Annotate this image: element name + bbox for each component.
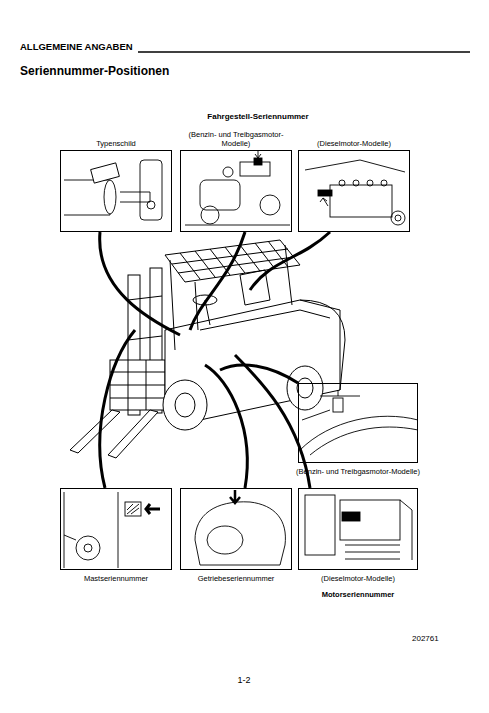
inset-caption: Typenschild: [55, 139, 177, 148]
inset-frame: Mastseriennummer: [60, 488, 172, 570]
inset-drawing-part: [64, 180, 110, 215]
inset-drawing-part: [302, 410, 330, 420]
inset-frame: Getriebeseriennummer: [180, 488, 292, 570]
inset-drawing-part: [147, 201, 155, 209]
inset-frame: (Dieselmotor-Modelle): [298, 488, 418, 570]
group-heading: Motorseriennummer: [292, 590, 424, 599]
inset-drawing-part: [84, 544, 92, 552]
inset-drawing-part: [64, 492, 118, 568]
forklift-drawing-part: [195, 282, 198, 330]
inset-drawing-part: [195, 502, 285, 565]
inset-drawing-part: [391, 211, 405, 225]
inset-drawing-part: [345, 545, 400, 559]
inset-drawing-part: [395, 215, 401, 221]
leader-curve-part: [250, 232, 330, 290]
inset-drawing-part: [305, 160, 405, 172]
forklift-drawing-part: [268, 241, 288, 267]
inset-frame: (Dieselmotor-Modelle): [298, 150, 410, 232]
inset-drawing-part: [104, 180, 116, 214]
forklift-drawing-part: [195, 251, 215, 277]
inset-drawing-part: [200, 180, 240, 210]
inset-drawing-part: [125, 502, 141, 516]
inset-drawing-part: [339, 180, 345, 186]
inset-drawing-part: [91, 163, 120, 183]
leader-curve-part: [205, 365, 247, 488]
inset-drawing-part: [310, 427, 418, 455]
inset-drawing-part: [120, 192, 150, 202]
page-title: Seriennummer-Positionen: [20, 64, 169, 78]
inset-drawing-part: [254, 158, 262, 165]
inset-caption: (Benzin- und Treibgasmotor-Modelle): [293, 467, 423, 476]
forklift-drawing-part: [163, 380, 207, 430]
header-rule-part: [138, 51, 470, 53]
page-number: 1-2: [224, 675, 264, 686]
inset-drawing-part: [300, 416, 418, 450]
inset-drawing-part: [400, 500, 412, 560]
forklift-drawing-part: [110, 360, 165, 410]
inset-drawing-part: [260, 195, 280, 215]
inset-caption: (Dieselmotor-Modelle): [293, 574, 423, 583]
header-rule: [138, 52, 470, 53]
inset-drawing-part: [340, 500, 400, 540]
inset-drawing-part: [320, 198, 328, 206]
forklift-drawing-part: [297, 378, 313, 398]
inset-frame: Typenschild: [60, 150, 172, 232]
group-heading: Fahrgestell-Seriennummer: [158, 112, 358, 122]
forklift-drawing-part: [128, 336, 162, 340]
inset-caption: Mastseriennummer: [55, 574, 177, 583]
forklift-drawing-part: [240, 270, 270, 305]
forklift-drawing-part: [110, 385, 165, 386]
inset-drawing-part: [146, 504, 160, 514]
inset-drawing-part: [342, 512, 360, 521]
forklift-drawing-part: [146, 360, 147, 410]
inset-drawing-part: [318, 190, 332, 196]
inset-drawing-part: [367, 180, 373, 186]
forklift-drawing-part: [110, 372, 165, 373]
forklift-drawing-part: [172, 249, 288, 264]
forklift-drawing-part: [170, 260, 175, 350]
leader-curve-part: [100, 330, 135, 488]
inset-drawing-part: [333, 398, 343, 412]
inset-drawing-part: [127, 504, 139, 514]
inset-drawing-part: [64, 535, 76, 540]
inset-drawing-part: [207, 526, 243, 554]
forklift-drawing-part: [70, 410, 120, 453]
inset-drawing-part: [330, 185, 392, 217]
forklift-drawing-part: [200, 310, 330, 330]
forklift-drawing-part: [128, 360, 129, 410]
inset-drawing-part: [305, 495, 335, 555]
inset-drawing-part: [353, 180, 359, 186]
leader-curve-part: [100, 232, 180, 335]
inset-drawing-part: [76, 536, 100, 560]
inset-drawing: [64, 150, 418, 568]
inset-drawing-part: [230, 490, 240, 503]
inset-drawing-part: [255, 150, 261, 158]
forklift-drawing-part: [108, 410, 158, 458]
inset-drawing-part: [185, 225, 290, 226]
leader-curve: [100, 232, 330, 488]
leader-curve-part: [190, 232, 245, 330]
forklift-drawing-part: [175, 393, 195, 417]
inset-drawing-part: [201, 206, 219, 224]
inset-drawing-part: [381, 180, 387, 186]
forklift-drawing-part: [287, 366, 323, 410]
inset-drawing-part: [223, 167, 233, 177]
forklift-drawing-part: [110, 398, 165, 399]
inset-caption: (Dieselmotor-Modelle): [293, 139, 415, 148]
forklift-drawing-part: [180, 253, 200, 279]
inset-caption: (Benzin- und Treibgasmotor-Modelle): [175, 130, 297, 148]
figure-number: 202761: [412, 634, 439, 644]
inset-frame: (Benzin- und Treibgasmotor-Modelle): [180, 150, 292, 232]
forklift-drawing: [70, 240, 345, 458]
inset-frame: (Benzin- und Treibgasmotor-Modelle): [298, 383, 418, 463]
forklift-drawing-part: [240, 245, 260, 271]
inset-caption: Getriebeseriennummer: [175, 574, 297, 583]
section-header: ALLGEMEINE ANGABEN: [20, 41, 133, 52]
forklift-drawing-part: [128, 296, 162, 300]
inset-drawing-part: [320, 390, 360, 396]
inset-drawing-part: [140, 160, 162, 220]
